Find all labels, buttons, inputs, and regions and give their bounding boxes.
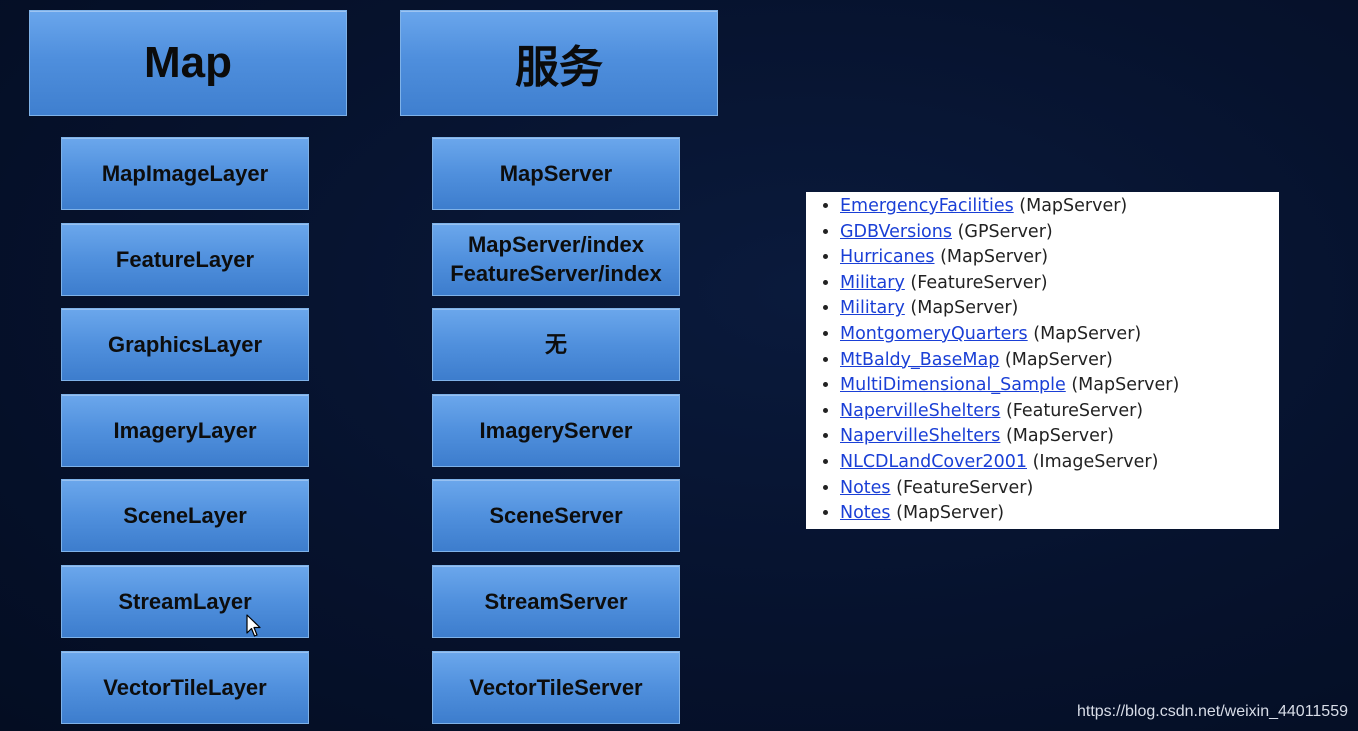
list-item: Notes (MapServer) <box>840 501 1279 527</box>
mouse-pointer-icon <box>246 614 261 637</box>
layer-box-scenelayer[interactable]: SceneLayer <box>61 479 309 553</box>
service-type: (FeatureServer) <box>1005 400 1144 421</box>
list-item: MtBaldy_BaseMap (MapServer) <box>840 348 1279 374</box>
list-item: Military (MapServer) <box>840 296 1279 322</box>
list-item: NLCDLandCover2001 (ImageServer) <box>840 450 1279 476</box>
service-type: (FeatureServer) <box>896 477 1034 498</box>
service-label: 无 <box>544 332 567 358</box>
list-item: NapervilleShelters (MapServer) <box>840 424 1279 450</box>
layer-label: FeatureLayer <box>115 246 255 272</box>
service-box-imageryserver[interactable]: ImageryServer <box>432 393 680 467</box>
service-link[interactable]: NapervilleShelters <box>840 400 1001 421</box>
layer-box-mapimagelayer[interactable]: MapImageLayer <box>61 137 309 210</box>
layer-label: StreamLayer <box>118 588 252 614</box>
service-header-label: 服务 <box>515 43 603 92</box>
list-item: NapervilleShelters (FeatureServer) <box>840 399 1279 425</box>
service-link[interactable]: NapervilleShelters <box>840 426 1001 447</box>
service-link[interactable]: MultiDimensional_Sample <box>840 375 1066 396</box>
service-link[interactable]: Notes <box>840 477 891 498</box>
service-list: EmergencyFacilities (MapServer) GDBVersi… <box>806 194 1279 527</box>
service-link[interactable]: MtBaldy_BaseMap <box>840 349 1000 370</box>
layer-box-vectortilelayer[interactable]: VectorTileLayer <box>61 650 309 724</box>
service-link[interactable]: Notes <box>840 503 891 524</box>
service-link[interactable]: NLCDLandCover2001 <box>840 451 1027 472</box>
service-link[interactable]: EmergencyFacilities <box>840 196 1014 216</box>
service-type: (MapServer) <box>1005 426 1114 447</box>
service-type: (FeatureServer) <box>910 272 1048 293</box>
service-label: ImageryServer <box>479 417 633 443</box>
layer-box-streamlayer[interactable]: StreamLayer <box>61 564 309 638</box>
service-box-sceneserver[interactable]: SceneServer <box>432 479 680 553</box>
layer-box-imagerylayer[interactable]: ImageryLayer <box>61 393 309 467</box>
service-box-mapserver[interactable]: MapServer <box>432 137 680 210</box>
list-item: Military (FeatureServer) <box>840 271 1279 297</box>
service-label: SceneServer <box>489 503 623 529</box>
service-label: FeatureServer/index <box>450 261 662 287</box>
service-label: MapServer/index <box>467 232 645 258</box>
layer-label: SceneLayer <box>123 503 247 529</box>
list-item: Hurricanes (MapServer) <box>840 245 1279 271</box>
service-label: StreamServer <box>484 588 628 614</box>
layer-box-graphicslayer[interactable]: GraphicsLayer <box>61 308 309 382</box>
service-type: (MapServer) <box>910 298 1019 319</box>
service-label: VectorTileServer <box>469 674 643 700</box>
map-header-label: Map <box>144 38 232 87</box>
service-type: (MapServer) <box>1033 323 1142 344</box>
layer-label: GraphicsLayer <box>107 332 263 358</box>
list-item: Notes (FeatureServer) <box>840 476 1279 502</box>
layer-box-featurelayer[interactable]: FeatureLayer <box>61 222 309 296</box>
layer-label: ImageryLayer <box>113 417 257 443</box>
list-item: GDBVersions (GPServer) <box>840 220 1279 246</box>
service-label: MapServer <box>499 161 613 186</box>
service-box-vectortileserver[interactable]: VectorTileServer <box>432 650 680 724</box>
service-type: (MapServer) <box>1071 375 1180 396</box>
service-link[interactable]: Military <box>840 272 905 293</box>
service-type: (ImageServer) <box>1032 451 1159 472</box>
list-item: MultiDimensional_Sample (MapServer) <box>840 373 1279 399</box>
map-header: Map <box>29 10 347 116</box>
list-item: MontgomeryQuarters (MapServer) <box>840 322 1279 348</box>
service-link[interactable]: Military <box>840 298 905 319</box>
layer-label: VectorTileLayer <box>103 674 267 700</box>
list-item: EmergencyFacilities (MapServer) <box>840 194 1279 220</box>
service-link[interactable]: GDBVersions <box>840 221 952 242</box>
service-type: (MapServer) <box>940 247 1049 268</box>
service-link[interactable]: MontgomeryQuarters <box>840 323 1028 344</box>
service-box-streamserver[interactable]: StreamServer <box>432 564 680 638</box>
service-link[interactable]: Hurricanes <box>840 247 935 268</box>
map-layer-column: MapImageLayer FeatureLayer GraphicsLayer… <box>61 137 309 731</box>
service-type: (MapServer) <box>1019 196 1128 216</box>
service-list-panel: EmergencyFacilities (MapServer) GDBVersi… <box>806 192 1279 529</box>
service-type: (MapServer) <box>896 503 1005 524</box>
watermark-url: https://blog.csdn.net/weixin_44011559 <box>1076 703 1348 720</box>
layer-label: MapImageLayer <box>101 161 269 186</box>
service-header: 服务 <box>400 10 718 116</box>
service-type: (GPServer) <box>957 221 1053 242</box>
service-box-none[interactable]: 无 <box>432 308 680 382</box>
service-type: (MapServer) <box>1004 349 1113 370</box>
